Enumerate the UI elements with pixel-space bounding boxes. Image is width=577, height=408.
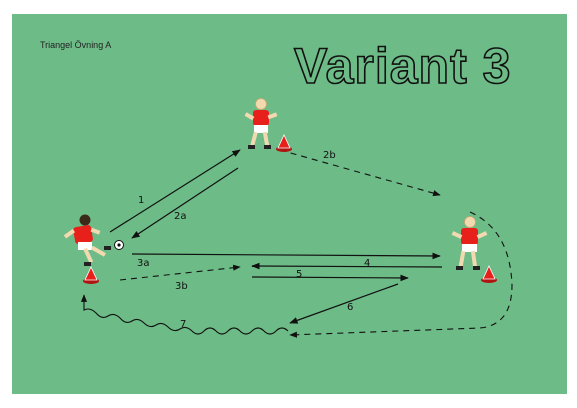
label-4: 4 bbox=[364, 258, 370, 269]
label-6: 6 bbox=[347, 302, 353, 313]
cone-right bbox=[481, 265, 497, 283]
cone-top bbox=[276, 134, 292, 152]
run-3b-arrow bbox=[119, 264, 241, 281]
label-1: 1 bbox=[138, 195, 144, 206]
run-2b-continued bbox=[289, 211, 513, 338]
pitch bbox=[12, 14, 567, 394]
player-right bbox=[451, 216, 488, 270]
run-2b-arrow bbox=[279, 149, 441, 197]
pass-6-arrow bbox=[289, 283, 399, 324]
pass-4-arrow bbox=[251, 262, 443, 270]
pass-2a-arrow bbox=[131, 167, 239, 239]
dribble-7-arrow bbox=[80, 294, 289, 335]
ball bbox=[114, 240, 124, 250]
pass-3a-arrow bbox=[131, 252, 441, 260]
variant-title: Variant 3 bbox=[294, 38, 511, 94]
cone-left bbox=[83, 266, 99, 284]
player-left bbox=[63, 214, 111, 266]
label-2a: 2a bbox=[174, 211, 187, 222]
pass-5-arrow bbox=[251, 274, 409, 282]
label-2b: 2b bbox=[323, 150, 336, 161]
label-3a: 3a bbox=[137, 258, 150, 269]
label-3b: 3b bbox=[175, 281, 188, 292]
label-7: 7 bbox=[180, 319, 186, 330]
label-5: 5 bbox=[296, 269, 302, 280]
pass-1-arrow bbox=[109, 149, 241, 233]
diagram-caption: Triangel Övning A bbox=[40, 40, 111, 50]
player-top bbox=[244, 98, 278, 149]
